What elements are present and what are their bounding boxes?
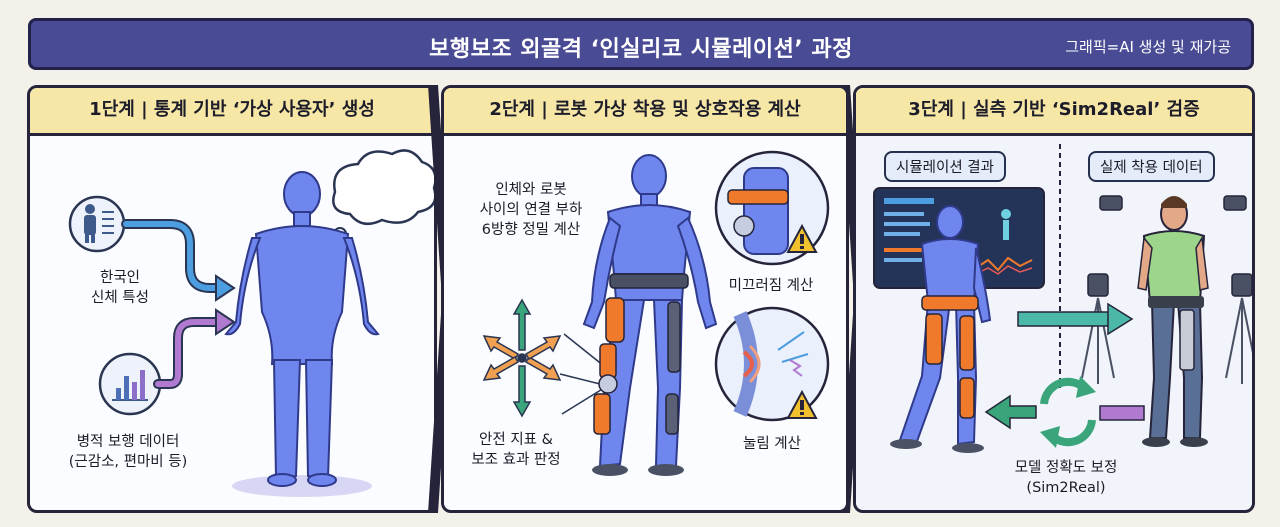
stage-2-illustration bbox=[482, 150, 830, 476]
pressure-label: 눌림 계산 bbox=[743, 436, 801, 452]
virtual-user-figure bbox=[224, 171, 380, 487]
stage-3-heading: 3단계 | 실측 기반 ‘Sim2Real’ 검증 bbox=[856, 88, 1252, 136]
pressure-zoom-view bbox=[714, 306, 830, 422]
stage-2-panel: 2단계 | 로봇 가상 착용 및 상호작용 계산 bbox=[441, 85, 849, 513]
connection-load-label: 인체와 로봇 사이의 연결 부하 6방향 정밀 계산 bbox=[479, 182, 583, 238]
korean-body-label: 한국인 신체 특성 bbox=[91, 270, 149, 306]
graphic-credit: 그래픽=AI 생성 및 재가공 bbox=[1065, 38, 1231, 56]
stage-1-illustration bbox=[68, 149, 434, 497]
monitor-icon bbox=[873, 187, 1045, 289]
safety-index-label: 안전 지표 & 보조 효과 판정 bbox=[471, 432, 561, 468]
stage-2-heading: 2단계 | 로봇 가상 착용 및 상호작용 계산 bbox=[444, 88, 846, 136]
real-wear-data-tag: 실제 착용 데이터 bbox=[1088, 151, 1215, 182]
stage-1-heading: 1단계 | 통계 기반 ‘가상 사용자’ 생성 bbox=[30, 88, 434, 136]
simulation-result-tag: 시뮬레이션 결과 bbox=[884, 151, 1006, 182]
simulation-figure bbox=[890, 205, 992, 453]
six-direction-arrows-icon bbox=[482, 298, 562, 418]
warning-icon bbox=[786, 389, 818, 419]
robot-wearing-figure bbox=[582, 154, 718, 476]
stage-1-panel: 1단계 | 통계 기반 ‘가상 사용자’ 생성 bbox=[27, 85, 437, 513]
slip-label: 미끄러짐 계산 bbox=[728, 278, 814, 294]
sync-icon bbox=[1040, 376, 1096, 448]
person-stats-icon bbox=[68, 195, 126, 253]
warning-icon bbox=[786, 223, 818, 253]
bar-chart-icon bbox=[98, 352, 162, 416]
title-banner: 보행보조 외골격 ‘인실리코 시뮬레이션’ 과정 그래픽=AI 생성 및 재가공 bbox=[28, 18, 1254, 70]
stage-3-panel: 3단계 | 실측 기반 ‘Sim2Real’ 검증 bbox=[853, 85, 1255, 513]
model-calibration-label: 모델 정확도 보정 (Sim2Real) bbox=[1014, 460, 1118, 496]
real-wearer-figure bbox=[1137, 196, 1209, 447]
stage-3-illustration bbox=[873, 144, 1252, 453]
main-title: 보행보조 외골격 ‘인실리코 시뮬레이션’ 과정 bbox=[429, 37, 853, 62]
pathological-gait-label: 병적 보행 데이터 (근감소, 편마비 등) bbox=[68, 434, 188, 470]
camera-icon bbox=[1087, 195, 1252, 297]
